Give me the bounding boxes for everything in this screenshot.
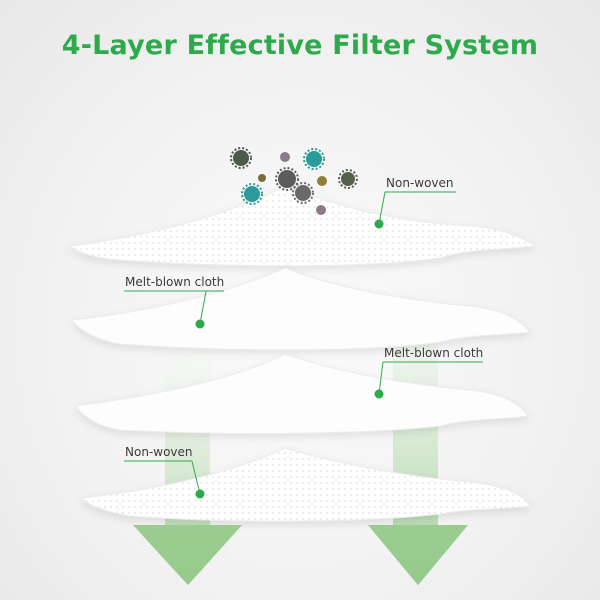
filter-layer-4 [80, 447, 531, 522]
dot-marker [195, 319, 205, 329]
layer-3-label: Melt-blown cloth [384, 346, 484, 360]
down-arrow-icon [368, 525, 468, 585]
bacteria-icon [230, 147, 252, 169]
dot-marker [374, 389, 384, 399]
layer-2-label: Melt-blown cloth [125, 275, 225, 289]
filter-layer-2 [71, 267, 531, 351]
bacteria-icon [316, 205, 326, 215]
filter-layer-3 [75, 353, 529, 434]
bacteria-icon [292, 182, 314, 204]
bacteria-icon [303, 148, 325, 170]
callout-leader-3 [378, 361, 384, 395]
bacteria-icon [275, 167, 299, 191]
callout-leader-4 [191, 460, 201, 495]
layer-4-label: Non-woven [125, 445, 193, 459]
airflow-arrowheads [133, 525, 468, 585]
down-arrow-icon [133, 320, 242, 585]
dot-marker [374, 219, 384, 229]
callouts [124, 191, 483, 499]
layer-1-label: Non-woven [386, 176, 454, 190]
bacteria-icon [241, 183, 263, 205]
bacteria-cluster [230, 147, 358, 215]
bacteria-icon [280, 152, 290, 162]
bacteria-icon [258, 174, 266, 182]
bacteria-icon [338, 169, 358, 189]
callout-leader-1 [378, 191, 386, 225]
dot-marker [195, 489, 205, 499]
callout-leader-2 [199, 290, 207, 325]
bacteria-icon [317, 176, 327, 186]
diagram-title: 4-Layer Effective Filter System [61, 30, 539, 61]
down-arrow-icon [133, 525, 242, 585]
